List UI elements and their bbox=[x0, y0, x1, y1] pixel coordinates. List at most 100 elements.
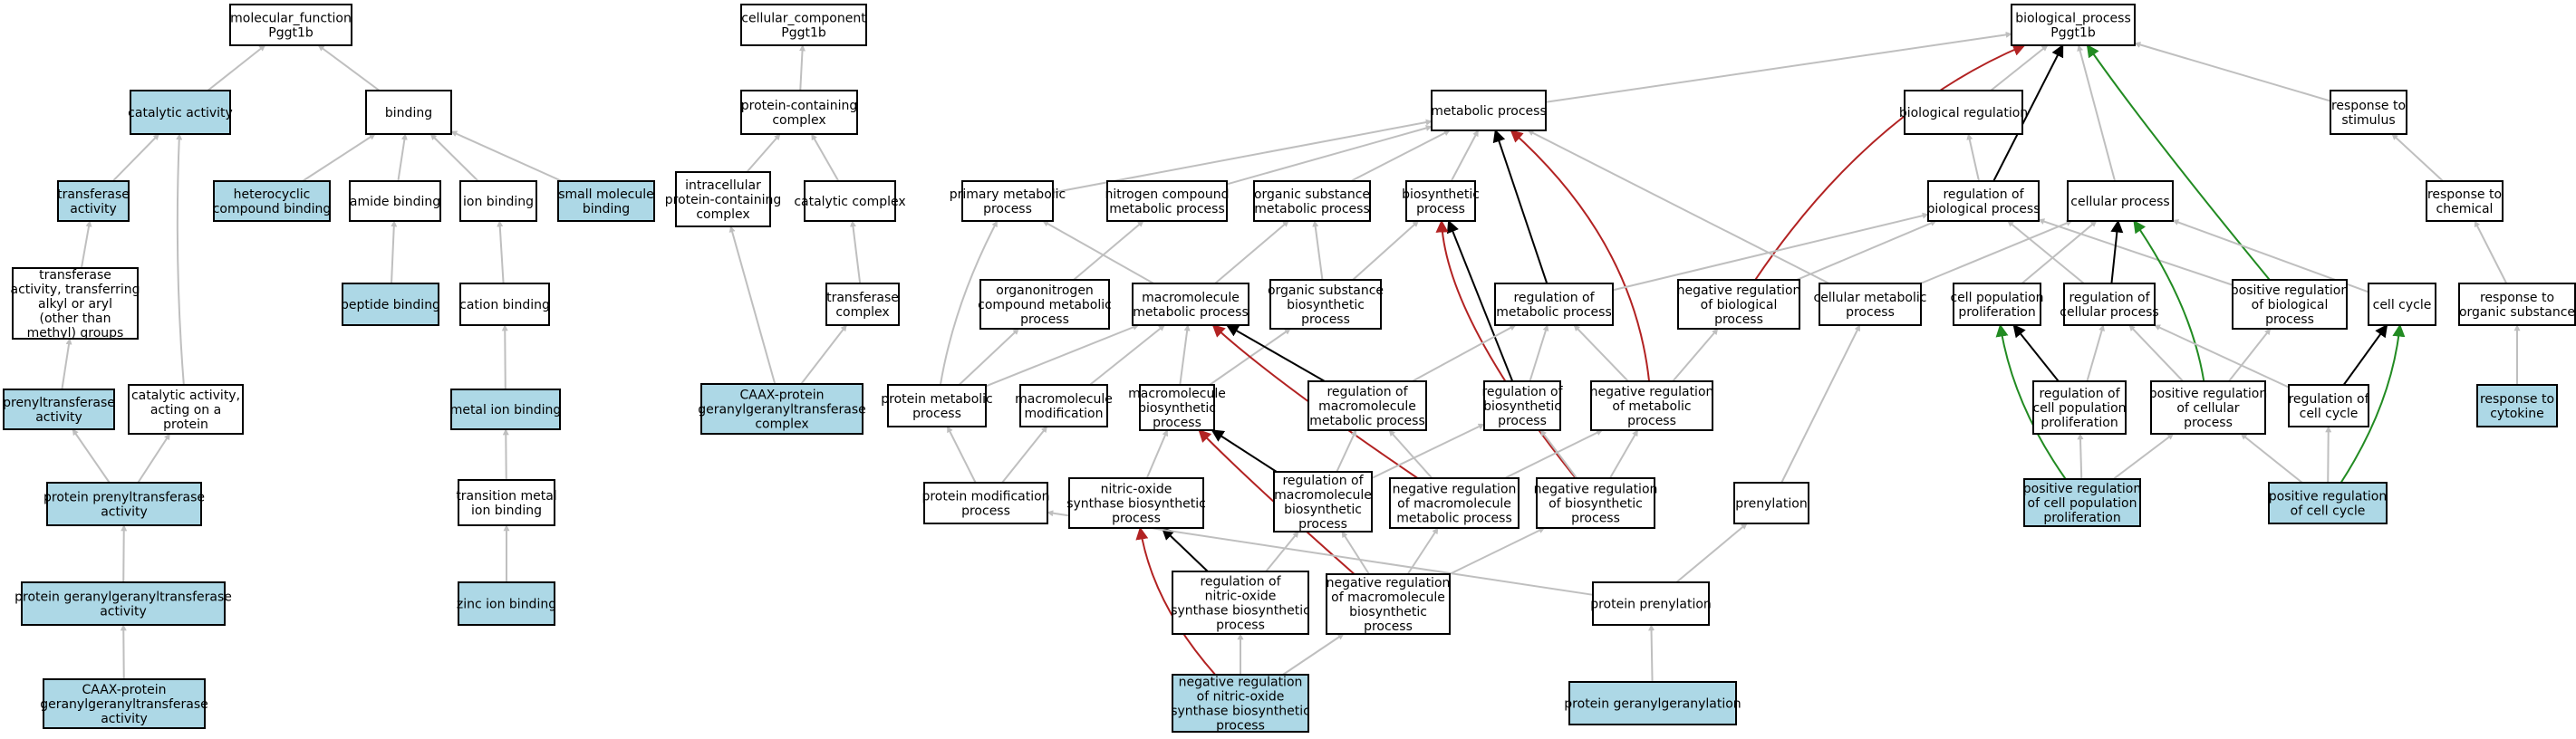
go-term-node-binding[interactable]: binding bbox=[365, 90, 452, 135]
go-term-box[interactable] bbox=[1568, 681, 1737, 725]
go-term-box[interactable] bbox=[2368, 283, 2436, 326]
go-term-node-bio-reg[interactable]: biological regulation bbox=[1899, 90, 2028, 135]
go-term-box[interactable] bbox=[1677, 279, 1800, 330]
go-term-box[interactable] bbox=[46, 482, 202, 526]
go-term-node-zinc[interactable]: zinc ion binding bbox=[457, 581, 556, 626]
go-term-box[interactable] bbox=[450, 389, 561, 430]
go-term-node-met-proc[interactable]: metabolic process bbox=[1431, 90, 1547, 131]
go-term-box[interactable] bbox=[1483, 380, 1561, 431]
go-term-box[interactable] bbox=[961, 180, 1054, 222]
go-term-box[interactable] bbox=[2426, 180, 2504, 222]
go-term-box[interactable] bbox=[1536, 477, 1655, 529]
go-term-node-cell-proc[interactable]: cellular process bbox=[2067, 180, 2174, 222]
go-term-box[interactable] bbox=[700, 383, 863, 435]
go-term-box[interactable] bbox=[1106, 180, 1228, 222]
go-term-box[interactable] bbox=[1172, 571, 1309, 635]
go-term-box[interactable] bbox=[1953, 283, 2041, 326]
go-term-box[interactable] bbox=[130, 90, 231, 135]
go-term-box[interactable] bbox=[458, 479, 555, 526]
go-term-box[interactable] bbox=[1592, 581, 1710, 626]
go-term-node-cation-bind[interactable]: cation binding bbox=[459, 283, 550, 326]
go-term-box[interactable] bbox=[57, 180, 130, 222]
go-term-box[interactable] bbox=[2150, 380, 2266, 435]
go-term-box[interactable] bbox=[1904, 90, 2023, 135]
go-term-box[interactable] bbox=[740, 90, 858, 135]
go-term-box[interactable] bbox=[1819, 283, 1922, 326]
go-term-box[interactable] bbox=[21, 581, 226, 626]
go-term-box[interactable] bbox=[1273, 471, 1373, 533]
go-term-box[interactable] bbox=[2458, 283, 2576, 326]
go-term-box[interactable] bbox=[458, 581, 555, 626]
go-term-node-cell-cycle[interactable]: cell cycle bbox=[2368, 283, 2436, 326]
go-term-box[interactable] bbox=[128, 384, 244, 435]
go-term-box[interactable] bbox=[459, 180, 537, 222]
go-term-box[interactable] bbox=[2032, 380, 2127, 435]
go-term-node-cat-complex[interactable]: catalytic complex bbox=[794, 180, 906, 222]
go-term-box[interactable] bbox=[804, 180, 896, 222]
go-term-box[interactable] bbox=[979, 279, 1110, 330]
go-term-box[interactable] bbox=[459, 283, 550, 326]
go-term-box[interactable] bbox=[1405, 180, 1476, 222]
go-term-box[interactable] bbox=[923, 482, 1048, 524]
go-term-box[interactable] bbox=[365, 90, 452, 135]
go-term-box[interactable] bbox=[1019, 384, 1108, 427]
go-term-box[interactable] bbox=[229, 4, 352, 46]
go-term-box[interactable] bbox=[2288, 384, 2369, 427]
go-term-box[interactable] bbox=[1253, 180, 1371, 222]
go-term-box[interactable] bbox=[2330, 90, 2407, 135]
go-term-box[interactable] bbox=[825, 283, 900, 326]
go-term-box[interactable] bbox=[740, 4, 867, 46]
go-term-box[interactable] bbox=[2023, 478, 2141, 527]
go-term-box[interactable] bbox=[1590, 380, 1713, 431]
go-term-node-amide-bind[interactable]: amide binding bbox=[349, 180, 441, 222]
go-term-box[interactable] bbox=[1494, 283, 1614, 326]
go-term-box[interactable] bbox=[213, 180, 331, 222]
go-term-box[interactable] bbox=[349, 180, 441, 222]
go-term-node-metal-ion[interactable]: metal ion binding bbox=[450, 389, 562, 430]
go-term-box[interactable] bbox=[1068, 477, 1204, 529]
go-term-box[interactable] bbox=[2476, 384, 2558, 427]
go-term-box[interactable] bbox=[1307, 380, 1427, 431]
go-term-box[interactable] bbox=[1389, 477, 1520, 529]
go-term-node-prot-ggylation[interactable]: protein geranylgeranylation bbox=[1564, 681, 1741, 725]
go-term-box[interactable] bbox=[342, 283, 439, 326]
